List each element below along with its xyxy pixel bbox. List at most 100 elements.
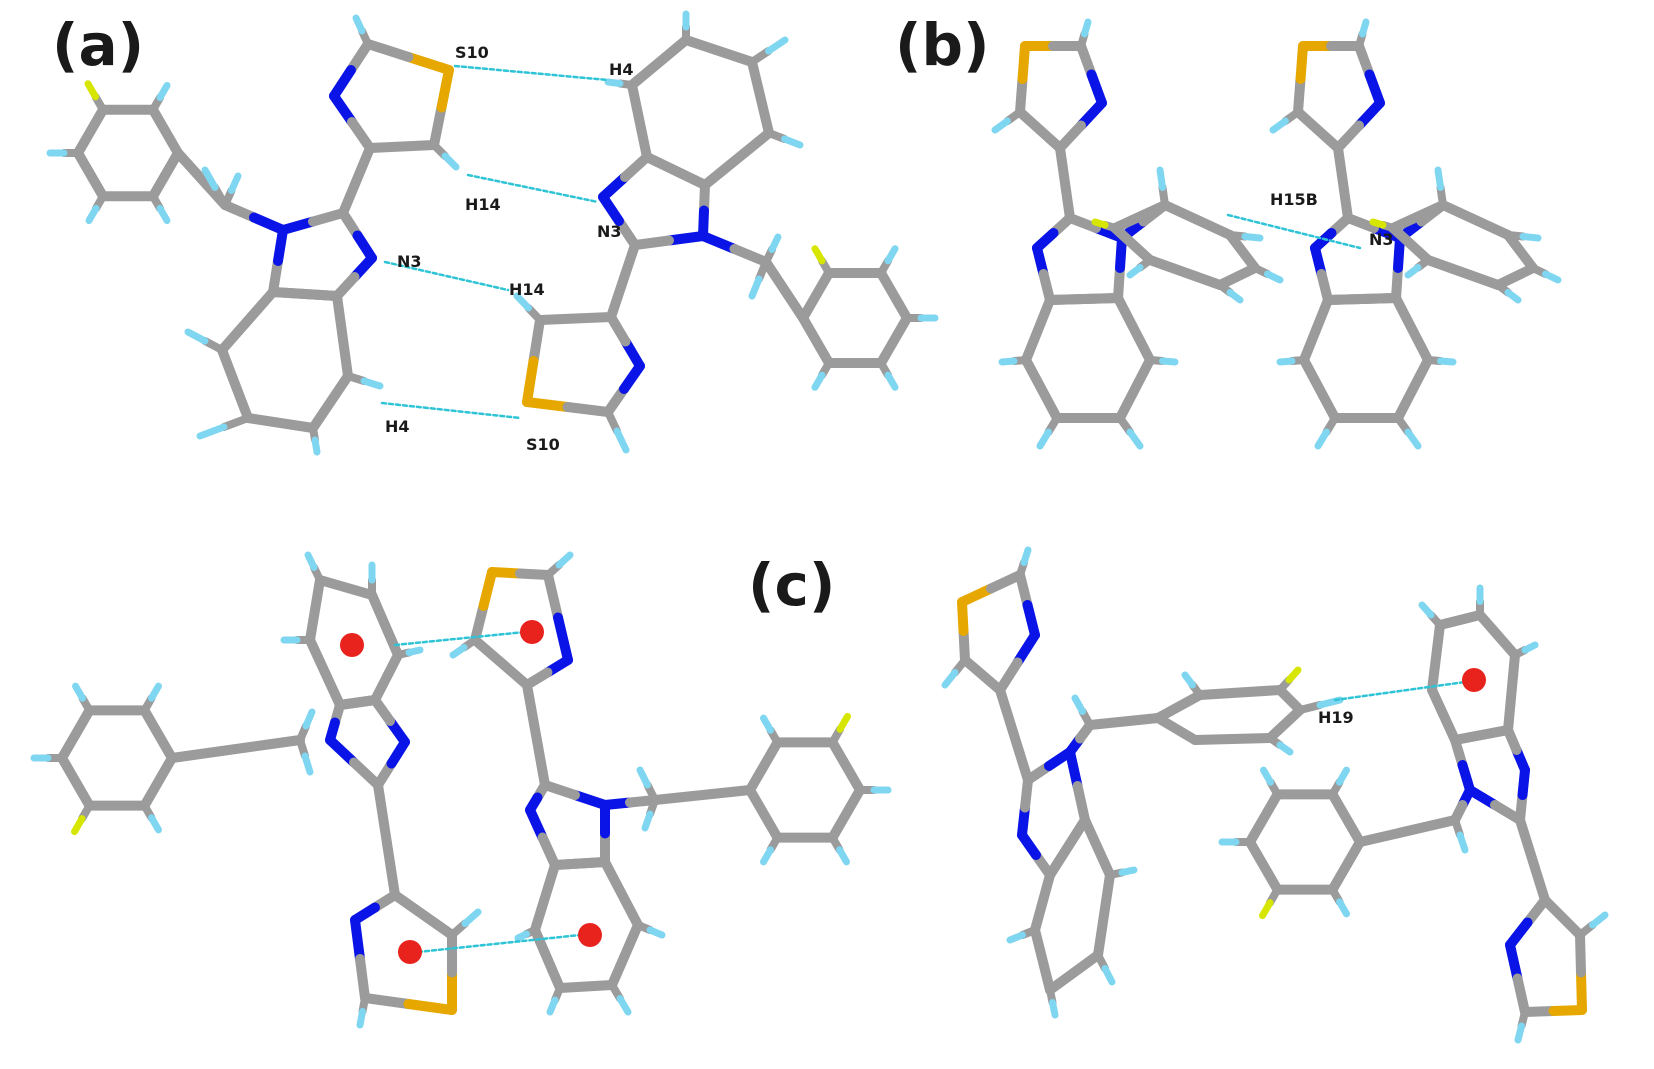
bond bbox=[305, 635, 345, 710]
bond bbox=[373, 780, 400, 900]
bond bbox=[700, 128, 774, 190]
hydrogen-atom bbox=[781, 135, 804, 149]
bond bbox=[1427, 685, 1460, 745]
hydrogen-atom bbox=[641, 810, 654, 832]
fluorine-atom bbox=[836, 712, 851, 733]
bond bbox=[325, 735, 359, 768]
bond bbox=[1020, 775, 1033, 813]
hydrogen-atom bbox=[1519, 233, 1542, 242]
bond bbox=[1503, 650, 1520, 735]
hydrogen-atom bbox=[1181, 671, 1196, 689]
bond bbox=[73, 148, 108, 202]
bond bbox=[642, 152, 710, 190]
hydrogen-atom bbox=[884, 371, 899, 391]
bond bbox=[148, 104, 183, 158]
bond bbox=[1195, 685, 1285, 700]
bond bbox=[1333, 143, 1353, 223]
bond bbox=[607, 920, 643, 990]
bond bbox=[745, 737, 783, 795]
pi-contact-bottom bbox=[416, 933, 582, 954]
bond bbox=[530, 860, 560, 935]
bond-layer bbox=[44, 23, 1597, 1030]
fluorine-atom bbox=[1369, 218, 1387, 229]
hydrogen-atom bbox=[1241, 233, 1264, 242]
bond bbox=[1153, 713, 1200, 745]
fluorine-atom bbox=[1285, 666, 1302, 684]
hydrogen-atom bbox=[1542, 270, 1562, 284]
bond bbox=[1190, 733, 1275, 745]
bond bbox=[522, 397, 573, 412]
bond bbox=[1245, 837, 1283, 895]
hydrogen-atom bbox=[1276, 741, 1294, 756]
bond bbox=[273, 225, 288, 266]
ring-centroid bbox=[1462, 668, 1486, 692]
bond bbox=[436, 65, 454, 113]
bond bbox=[1354, 41, 1375, 80]
bond bbox=[761, 257, 808, 323]
bond bbox=[1113, 293, 1155, 365]
bond bbox=[363, 39, 414, 62]
bond bbox=[627, 80, 652, 162]
hydrogen-atom bbox=[1336, 898, 1350, 918]
bond bbox=[827, 737, 865, 795]
hydrogen-atom bbox=[513, 292, 532, 312]
hbond-h19-centroid bbox=[1333, 680, 1467, 702]
ring-centroid bbox=[398, 940, 422, 964]
atom-label-n3-right: N3 bbox=[597, 222, 622, 241]
bond bbox=[1017, 41, 1030, 84]
bond bbox=[798, 313, 834, 369]
atom-label-h15b: H15B bbox=[1270, 190, 1318, 209]
bond bbox=[630, 235, 674, 250]
hydrogen-atom bbox=[184, 328, 209, 345]
bond bbox=[1391, 263, 1403, 303]
hydrogen-atom bbox=[1359, 18, 1370, 38]
fluorine-atom bbox=[84, 80, 99, 101]
bond bbox=[535, 312, 616, 325]
bond bbox=[1393, 233, 1405, 273]
hydrogen-atom bbox=[1264, 270, 1284, 284]
atom-label-s10-bottom: S10 bbox=[526, 435, 560, 454]
bond bbox=[698, 231, 740, 254]
bond bbox=[403, 999, 457, 1015]
bond bbox=[1438, 200, 1513, 240]
hydrogen-atom bbox=[1276, 357, 1296, 366]
bond bbox=[553, 612, 573, 665]
bond bbox=[1265, 705, 1305, 743]
bond bbox=[305, 575, 325, 645]
hydrogen-atom bbox=[1006, 931, 1026, 944]
atom-label-h4-bottom: H4 bbox=[385, 417, 410, 436]
bond bbox=[470, 601, 489, 645]
atom-label-s10-top: S10 bbox=[455, 43, 489, 62]
bond bbox=[347, 117, 375, 153]
hydrogen-atom bbox=[72, 682, 86, 702]
bond bbox=[1354, 98, 1385, 131]
bond bbox=[1450, 725, 1513, 745]
hydrogen-layer bbox=[30, 10, 1609, 1044]
bond bbox=[57, 753, 95, 811]
hydrogen-atom bbox=[514, 930, 530, 942]
bond bbox=[562, 402, 613, 417]
fluorine-atom bbox=[1091, 218, 1109, 229]
bond bbox=[555, 980, 617, 993]
bond bbox=[1145, 255, 1225, 290]
bond bbox=[876, 267, 912, 323]
bond bbox=[1086, 69, 1107, 108]
hydrogen-atom bbox=[760, 846, 774, 866]
bond bbox=[957, 597, 969, 636]
bond bbox=[1045, 815, 1090, 880]
bond bbox=[1423, 255, 1503, 290]
hydrogen-atom bbox=[555, 551, 574, 569]
bond bbox=[349, 757, 383, 790]
hydrogen-atom bbox=[85, 204, 100, 225]
hydrogen-atom bbox=[836, 846, 850, 866]
bond bbox=[1391, 293, 1433, 365]
hydrogen-atom bbox=[449, 644, 468, 659]
hydrogen-atom bbox=[765, 36, 789, 55]
atom-label-n3-left: N3 bbox=[397, 252, 422, 271]
hydrogen-atom bbox=[811, 371, 826, 391]
atom-label-h14-bottom: H14 bbox=[509, 280, 545, 299]
fluorine-atom bbox=[71, 815, 86, 836]
bond bbox=[627, 35, 691, 90]
hydrogen-atom bbox=[604, 78, 624, 87]
